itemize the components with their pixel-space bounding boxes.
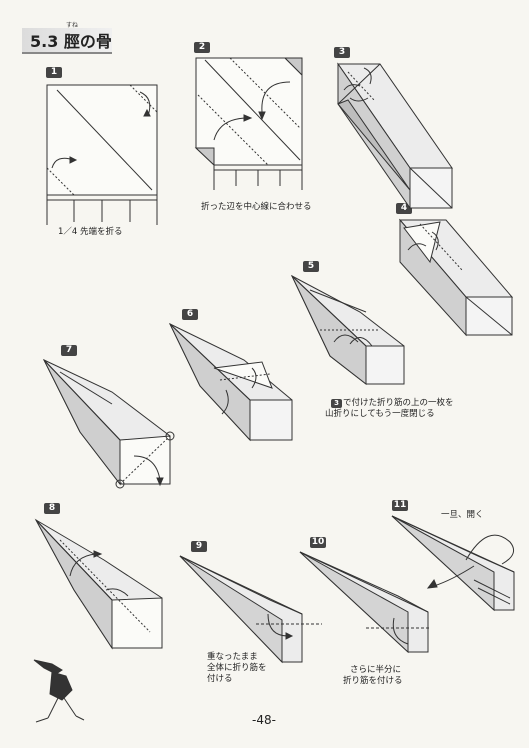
caption-step-2: 折った辺を中心線に合わせる [201,202,312,212]
step-badge-11: 11 [392,500,408,511]
step-badge-2: 2 [194,42,210,53]
caption-step-9-line-3: 付ける [207,674,233,684]
section-title: 5.3 脛の骨 [30,32,112,51]
section-title-background [22,28,112,54]
step-badge-6: 6 [182,309,198,320]
step-badge-1: 1 [46,67,62,78]
caption-step-9-line-1: 重なったまま [207,652,258,662]
caption-step-10-line-2: 折り筋を付ける [343,676,403,686]
inline-step-ref-badge: 3 [331,399,342,408]
caption-step-10-line-1: さらに半分に [350,665,402,675]
caption-step-1: 1／4 先端を折る [58,227,123,237]
caption-step-9-line-2: 全体に折り筋を [207,663,267,673]
caption-step-5-line-2: 山折りにしてもう一度閉じる [325,409,435,419]
step-badge-10: 10 [310,537,326,548]
title-ruby: すね [66,22,79,29]
step-badge-3: 3 [334,47,350,58]
step-badge-9: 9 [191,541,207,552]
caption-step-5-line-1: で付けた折り筋の上の一枚を [343,398,454,408]
page-number: -48- [252,713,276,727]
step-badge-5: 5 [303,261,319,272]
step-badge-7: 7 [61,345,77,356]
caption-step-11: 一旦、開く [441,510,484,520]
step-badge-4: 4 [396,203,412,214]
step-badge-8: 8 [44,503,60,514]
